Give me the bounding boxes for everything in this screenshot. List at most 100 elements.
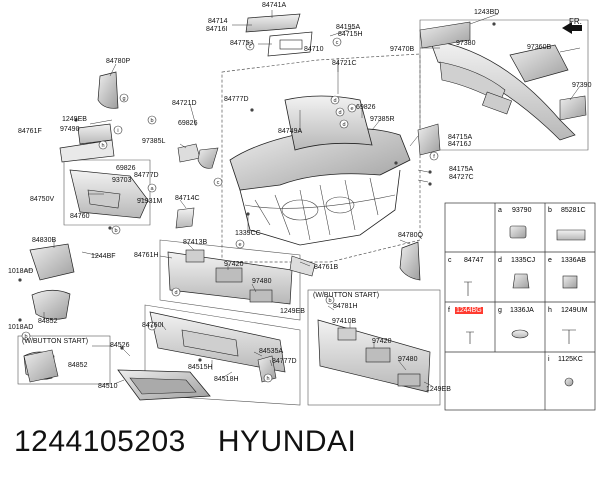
svg-text:h: h: [266, 376, 269, 382]
svg-text:d: d: [338, 110, 341, 116]
svg-text:c: c: [336, 40, 339, 46]
part-84852-upper: [31, 289, 71, 320]
ref-cell-h-letter: h: [548, 307, 552, 314]
part-84852-button-start: [23, 349, 59, 383]
svg-text:c: c: [249, 44, 252, 50]
part-84714c: [175, 207, 195, 229]
callout-1249eb-1: 1249EB: [62, 116, 87, 123]
front-arrow-icon: [562, 22, 582, 34]
ref-cell-e-code: 1336AB: [561, 257, 586, 264]
crash-pad-assembly: [229, 95, 411, 246]
callout-84750v: 84750V: [30, 196, 55, 203]
callout-97420-1: 97420: [224, 261, 244, 268]
glove-box-84510: [117, 369, 211, 401]
marker-circles: [21, 37, 439, 383]
callout-84852-1: 84852: [38, 318, 58, 325]
orientation-label: FR.: [569, 17, 582, 26]
svg-text:b: b: [24, 334, 27, 340]
callout-93703: 93703: [112, 177, 132, 184]
svg-text:b: b: [328, 298, 331, 304]
callout-84714c: 84714C: [175, 195, 200, 202]
callout-84760i: 84760I: [142, 322, 164, 329]
group-boundary-button-start-2: [307, 289, 441, 406]
svg-text:d: d: [333, 98, 336, 104]
lower-panel-84760i: [149, 311, 286, 383]
part-84721d: [197, 147, 219, 169]
callout-84716i: 84716I: [206, 26, 228, 33]
ref-cell-c-code: 84747: [464, 257, 484, 264]
callout-1244bf: 1244BF: [91, 253, 116, 260]
section-label-button-start-1: (W/BUTTON START): [22, 338, 89, 345]
svg-text:b: b: [150, 118, 153, 124]
callout-97410b: 97410B: [332, 318, 357, 325]
ref-cell-c-letter: c: [448, 257, 452, 264]
callout-1018ad-1: 1018AD: [8, 268, 34, 275]
ref-cell-a-letter: a: [498, 207, 502, 214]
callout-84777d-2: 84777D: [134, 172, 159, 179]
svg-text:e: e: [350, 106, 353, 112]
svg-text:b: b: [114, 228, 117, 234]
callout-84721d: 84721D: [172, 100, 197, 107]
callout-97420-2: 97420: [372, 338, 392, 345]
callout-97385l: 97385L: [142, 138, 166, 145]
callout-84714: 84714: [208, 18, 228, 25]
svg-text:e: e: [238, 242, 241, 248]
callout-84535a: 84535A: [259, 348, 284, 355]
svg-text:a: a: [150, 186, 154, 192]
part-number: 1244105203: [14, 425, 186, 458]
part-84760: [87, 189, 121, 209]
callout-84777d-1: 84777D: [224, 96, 249, 103]
ref-cell-h-code: 1249UM: [561, 307, 588, 314]
part-84714: [267, 31, 313, 57]
callout-84515h: 84515H: [188, 364, 213, 371]
callout-97470b: 97470B: [390, 46, 415, 53]
callout-69826-1: 69826: [356, 104, 376, 111]
ref-cell-i-letter: i: [548, 356, 550, 363]
part-84830b: [29, 243, 75, 281]
callout-91931m: 91931M: [137, 198, 163, 205]
ref-cell-a-code: 93790: [512, 207, 532, 214]
ref-cell-i-code: 1125KC: [558, 356, 583, 363]
callout-97380: 97380: [456, 40, 476, 47]
callout-97480-2: 97480: [398, 356, 418, 363]
group-boundary-duct: [419, 19, 589, 151]
leader-lines: [24, 10, 581, 387]
part-84715a: [417, 123, 441, 156]
callout-84781h: 84781H: [333, 303, 358, 310]
svg-text:g: g: [122, 96, 125, 102]
callout-87413b-1: 87413B: [183, 239, 208, 246]
footer: 1244105203 HYUNDAI: [14, 425, 356, 459]
brand-name: HYUNDAI: [217, 425, 357, 458]
marker-letters: ccg ddd eih bfb ede bbh ca: [24, 40, 435, 382]
part-84780p: [97, 71, 119, 109]
callout-84721c: 84721C: [332, 60, 357, 67]
callout-84780q: 84780Q: [398, 232, 423, 239]
ref-cell-d-code: 1335CJ: [511, 257, 536, 264]
svg-text:c: c: [217, 180, 220, 186]
callout-84760: 84760: [70, 213, 90, 220]
lower-panel-84761h: [167, 249, 316, 305]
callout-84852-2: 84852: [68, 362, 88, 369]
group-boundary-lower-1: [159, 239, 301, 321]
callout-1249eb-2: 1249EB: [280, 308, 305, 315]
callout-84518h: 84518H: [214, 376, 239, 383]
svg-text:d: d: [342, 122, 345, 128]
callout-84716j: 84716J: [448, 141, 471, 148]
callout-97490: 97490: [60, 126, 80, 133]
callout-84175a: 84175A: [449, 166, 474, 173]
ref-cell-f-letter: f: [448, 307, 450, 314]
group-boundary-left: [63, 159, 151, 226]
callout-84715h: 84715H: [338, 31, 363, 38]
fasteners: [18, 22, 496, 362]
callout-84761b: 84761B: [314, 264, 339, 271]
section-label-button-start-2: (W/BUTTON START): [313, 292, 380, 299]
part-97385l: [177, 143, 201, 163]
reference-table-icons: [464, 225, 586, 387]
callout-84777d-3: 84777D: [272, 358, 297, 365]
callout-69826-2: 69826: [178, 120, 198, 127]
svg-text:f: f: [433, 154, 435, 160]
callout-84780p: 84780P: [106, 58, 131, 65]
callout-84727c: 84727C: [449, 174, 474, 181]
callout-84749a: 84749A: [278, 128, 303, 135]
